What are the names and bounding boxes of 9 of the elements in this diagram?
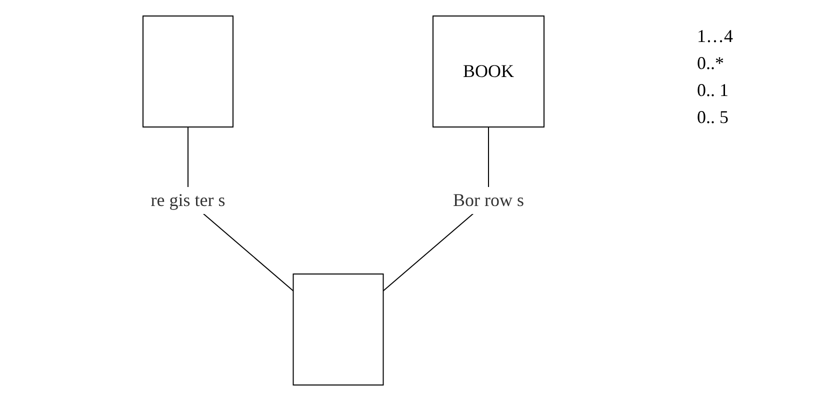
- edge-label: Bor row s: [452, 190, 524, 210]
- multiplicity-label: 1…4: [697, 26, 734, 47]
- multiplicity-label: 0.. 5: [697, 107, 730, 128]
- node-box: BOOK: [432, 15, 544, 127]
- node-box: [292, 273, 384, 385]
- edge-label: re gis ter s: [150, 190, 226, 210]
- multiplicity-label: 0.. 1: [697, 80, 730, 101]
- node-box: [142, 15, 234, 127]
- multiplicity-label: 0..*: [697, 53, 725, 74]
